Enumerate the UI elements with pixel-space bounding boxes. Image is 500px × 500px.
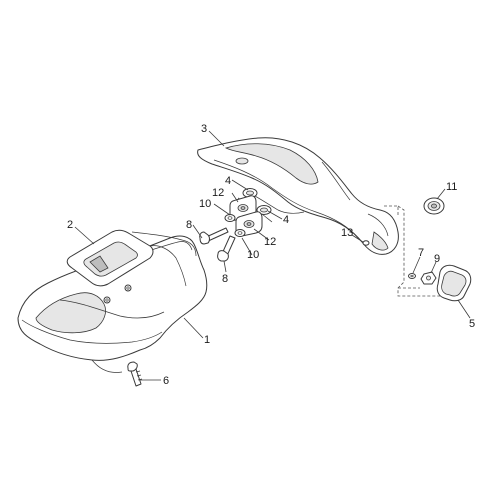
callout-part-1: 1 bbox=[204, 334, 210, 346]
callout-part-13: 13 bbox=[341, 227, 353, 239]
part-washer-upper bbox=[224, 214, 236, 222]
callout-part-10-upper: 10 bbox=[199, 198, 211, 210]
callout-part-10-lower: 10 bbox=[247, 249, 259, 261]
part-reflector bbox=[436, 264, 472, 302]
part-cover-plate bbox=[66, 229, 154, 287]
part-bolt-lower bbox=[217, 235, 236, 262]
part-washer-lower bbox=[234, 229, 246, 237]
part-spacer-upper bbox=[242, 188, 258, 198]
part-screw bbox=[127, 361, 143, 387]
part-spacer-lower bbox=[256, 205, 272, 215]
callout-part-11: 11 bbox=[446, 181, 457, 193]
part-small-screw bbox=[362, 240, 370, 246]
callout-part-2: 2 bbox=[67, 219, 73, 231]
part-rear-fender bbox=[197, 137, 399, 255]
callout-part-3: 3 bbox=[201, 123, 207, 135]
part-washer bbox=[408, 273, 416, 279]
leader-lines bbox=[74, 130, 471, 381]
part-grommet bbox=[423, 197, 445, 215]
part-splash-guard bbox=[17, 231, 208, 373]
part-nut bbox=[420, 271, 437, 285]
callout-part-9: 9 bbox=[434, 253, 440, 265]
callout-part-8-lower: 8 bbox=[222, 273, 228, 285]
callout-part-4-upper: 4 bbox=[225, 175, 231, 187]
callout-part-12-lower: 12 bbox=[264, 236, 276, 248]
part-bolt-upper bbox=[199, 227, 229, 245]
callout-part-7: 7 bbox=[418, 247, 424, 259]
callout-part-5: 5 bbox=[469, 318, 475, 330]
callout-labels: 1 2 3 4 4 5 6 7 8 8 9 10 10 11 12 12 13 bbox=[67, 123, 475, 387]
callout-part-6: 6 bbox=[163, 375, 169, 387]
callout-part-8-upper: 8 bbox=[186, 219, 192, 231]
callout-part-4-lower: 4 bbox=[283, 214, 289, 226]
callout-part-12-upper: 12 bbox=[212, 187, 224, 199]
